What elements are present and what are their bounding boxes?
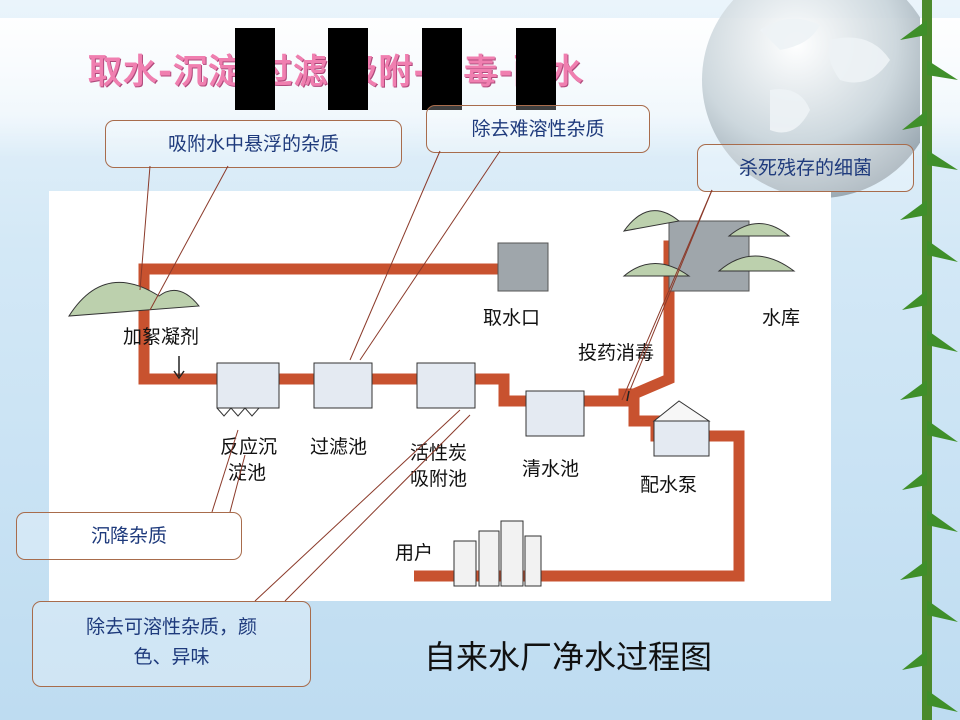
note-kill: 杀死残存的细菌 bbox=[697, 144, 914, 192]
intake-box-icon bbox=[497, 242, 549, 292]
users-label: 用户 bbox=[395, 542, 434, 564]
note-soluble-line2: 色、异味 bbox=[133, 646, 210, 668]
clear-label: 清水池 bbox=[522, 458, 580, 480]
reaction-label-line2: 淀池 bbox=[228, 462, 267, 484]
globe-icon bbox=[702, 0, 920, 198]
note-adsorb: 吸附水中悬浮的杂质 bbox=[105, 120, 402, 168]
carbon-label-line1: 活性炭 bbox=[410, 442, 468, 464]
note-soluble-line1: 除去可溶性杂质，颜 bbox=[85, 616, 257, 638]
note-settle: 沉降杂质 bbox=[16, 512, 242, 560]
pump-house-icon bbox=[652, 400, 711, 457]
filter-tank-icon bbox=[313, 362, 373, 409]
redaction-block bbox=[516, 28, 556, 110]
reaction-tank-icon bbox=[216, 362, 280, 417]
clear-tank-icon bbox=[525, 390, 585, 437]
redaction-block bbox=[328, 28, 368, 110]
reservoir-label: 水库 bbox=[762, 307, 801, 329]
redaction-block bbox=[422, 28, 462, 110]
note-insoluble: 除去难溶性杂质 bbox=[426, 105, 650, 153]
intake-label: 取水口 bbox=[483, 307, 541, 329]
diagram-caption: 自来水厂净水过程图 bbox=[424, 638, 713, 676]
reaction-label-line1: 反应沉 bbox=[220, 436, 278, 458]
coagulant-label: 加絮凝剂 bbox=[123, 326, 200, 348]
pump-label: 配水泵 bbox=[640, 474, 698, 496]
carbon-label-line2: 吸附池 bbox=[410, 468, 468, 490]
disinfect-label: 投药消毒 bbox=[578, 342, 655, 364]
bamboo-vine-decoration bbox=[900, 0, 958, 720]
filter-label: 过滤池 bbox=[310, 436, 368, 458]
carbon-tank-icon bbox=[416, 362, 476, 409]
redaction-block bbox=[235, 28, 275, 110]
note-soluble: 除去可溶性杂质，颜 色、异味 bbox=[32, 601, 311, 687]
